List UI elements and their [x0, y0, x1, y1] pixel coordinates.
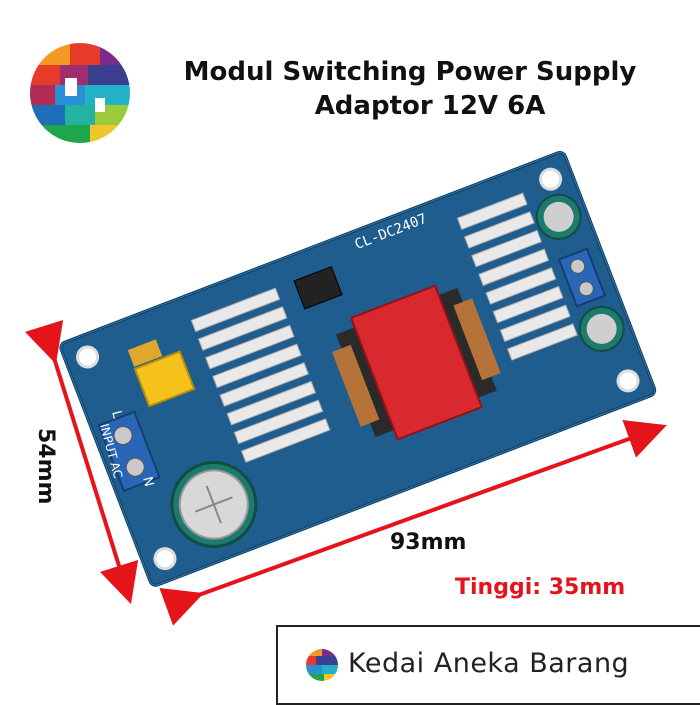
page-title: Modul Switching Power Supply Adaptor 12V… [150, 55, 670, 123]
transformer [332, 284, 501, 441]
heatsink-right [456, 192, 578, 361]
tinggi-dimension-label: Tinggi: 35mm [455, 575, 626, 600]
terminal-n-label: N [139, 475, 156, 488]
width-arrow [159, 420, 667, 626]
store-logo-small-icon [306, 649, 338, 681]
width-dimension-label: 93mm [390, 530, 467, 555]
store-banner: Kedai Aneka Barang [276, 625, 700, 705]
height-arrow [24, 319, 139, 605]
title-line-1: Modul Switching Power Supply [183, 57, 637, 87]
title-line-2: Adaptor 12V 6A [314, 91, 546, 121]
height-dimension-label: 54mm [33, 428, 58, 505]
store-name: Kedai Aneka Barang [348, 648, 630, 679]
pcb-board: CL-DC2407 [59, 151, 657, 587]
store-logo-icon [30, 43, 130, 143]
